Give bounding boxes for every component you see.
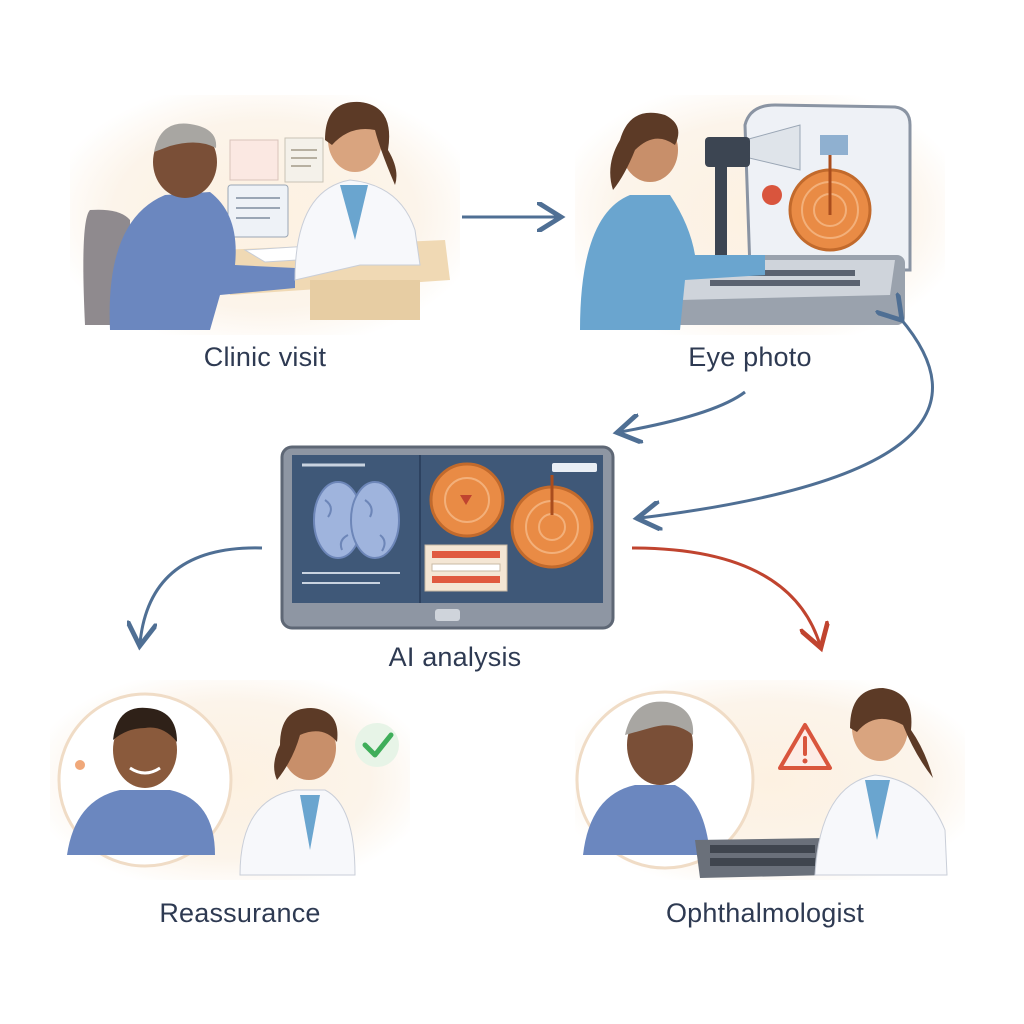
- ai-analysis-label: AI analysis: [388, 642, 522, 672]
- clinic-visit-label: Clinic visit: [203, 342, 327, 372]
- brain-icon: [313, 481, 400, 559]
- check-icon: [355, 723, 399, 767]
- ophthalmologist-illustration: [575, 688, 948, 878]
- reassurance-doctor: [239, 789, 356, 876]
- technician-figure: [580, 195, 765, 330]
- ophthalmologist-doctor: [814, 774, 948, 876]
- reassurance-label: Reassurance: [159, 898, 321, 928]
- ophthalmologist-label: Ophthalmologist: [665, 898, 865, 928]
- camera-lens: [705, 137, 750, 167]
- arrow-photo-to-ai: [620, 390, 746, 432]
- anatomy-poster: [229, 139, 279, 181]
- reassurance-illustration: [57, 692, 399, 876]
- clinic-visit-illustration: [83, 101, 450, 330]
- arrow-ai-photo-loop: [640, 318, 934, 518]
- wall-document: [284, 137, 324, 183]
- doctor-figure: [294, 179, 421, 281]
- ai-analysis-monitor: [280, 445, 615, 630]
- arrow-ai-to-reassurance: [140, 546, 263, 643]
- monitor-button: [435, 609, 460, 621]
- retina-icon: [429, 462, 505, 538]
- retina-icon-large: [510, 475, 594, 569]
- patient-figure: [109, 192, 295, 330]
- arrow-ai-to-ophthalmologist: [631, 546, 820, 645]
- warning-icon: [778, 723, 832, 770]
- smiling-patient-head: [113, 712, 177, 788]
